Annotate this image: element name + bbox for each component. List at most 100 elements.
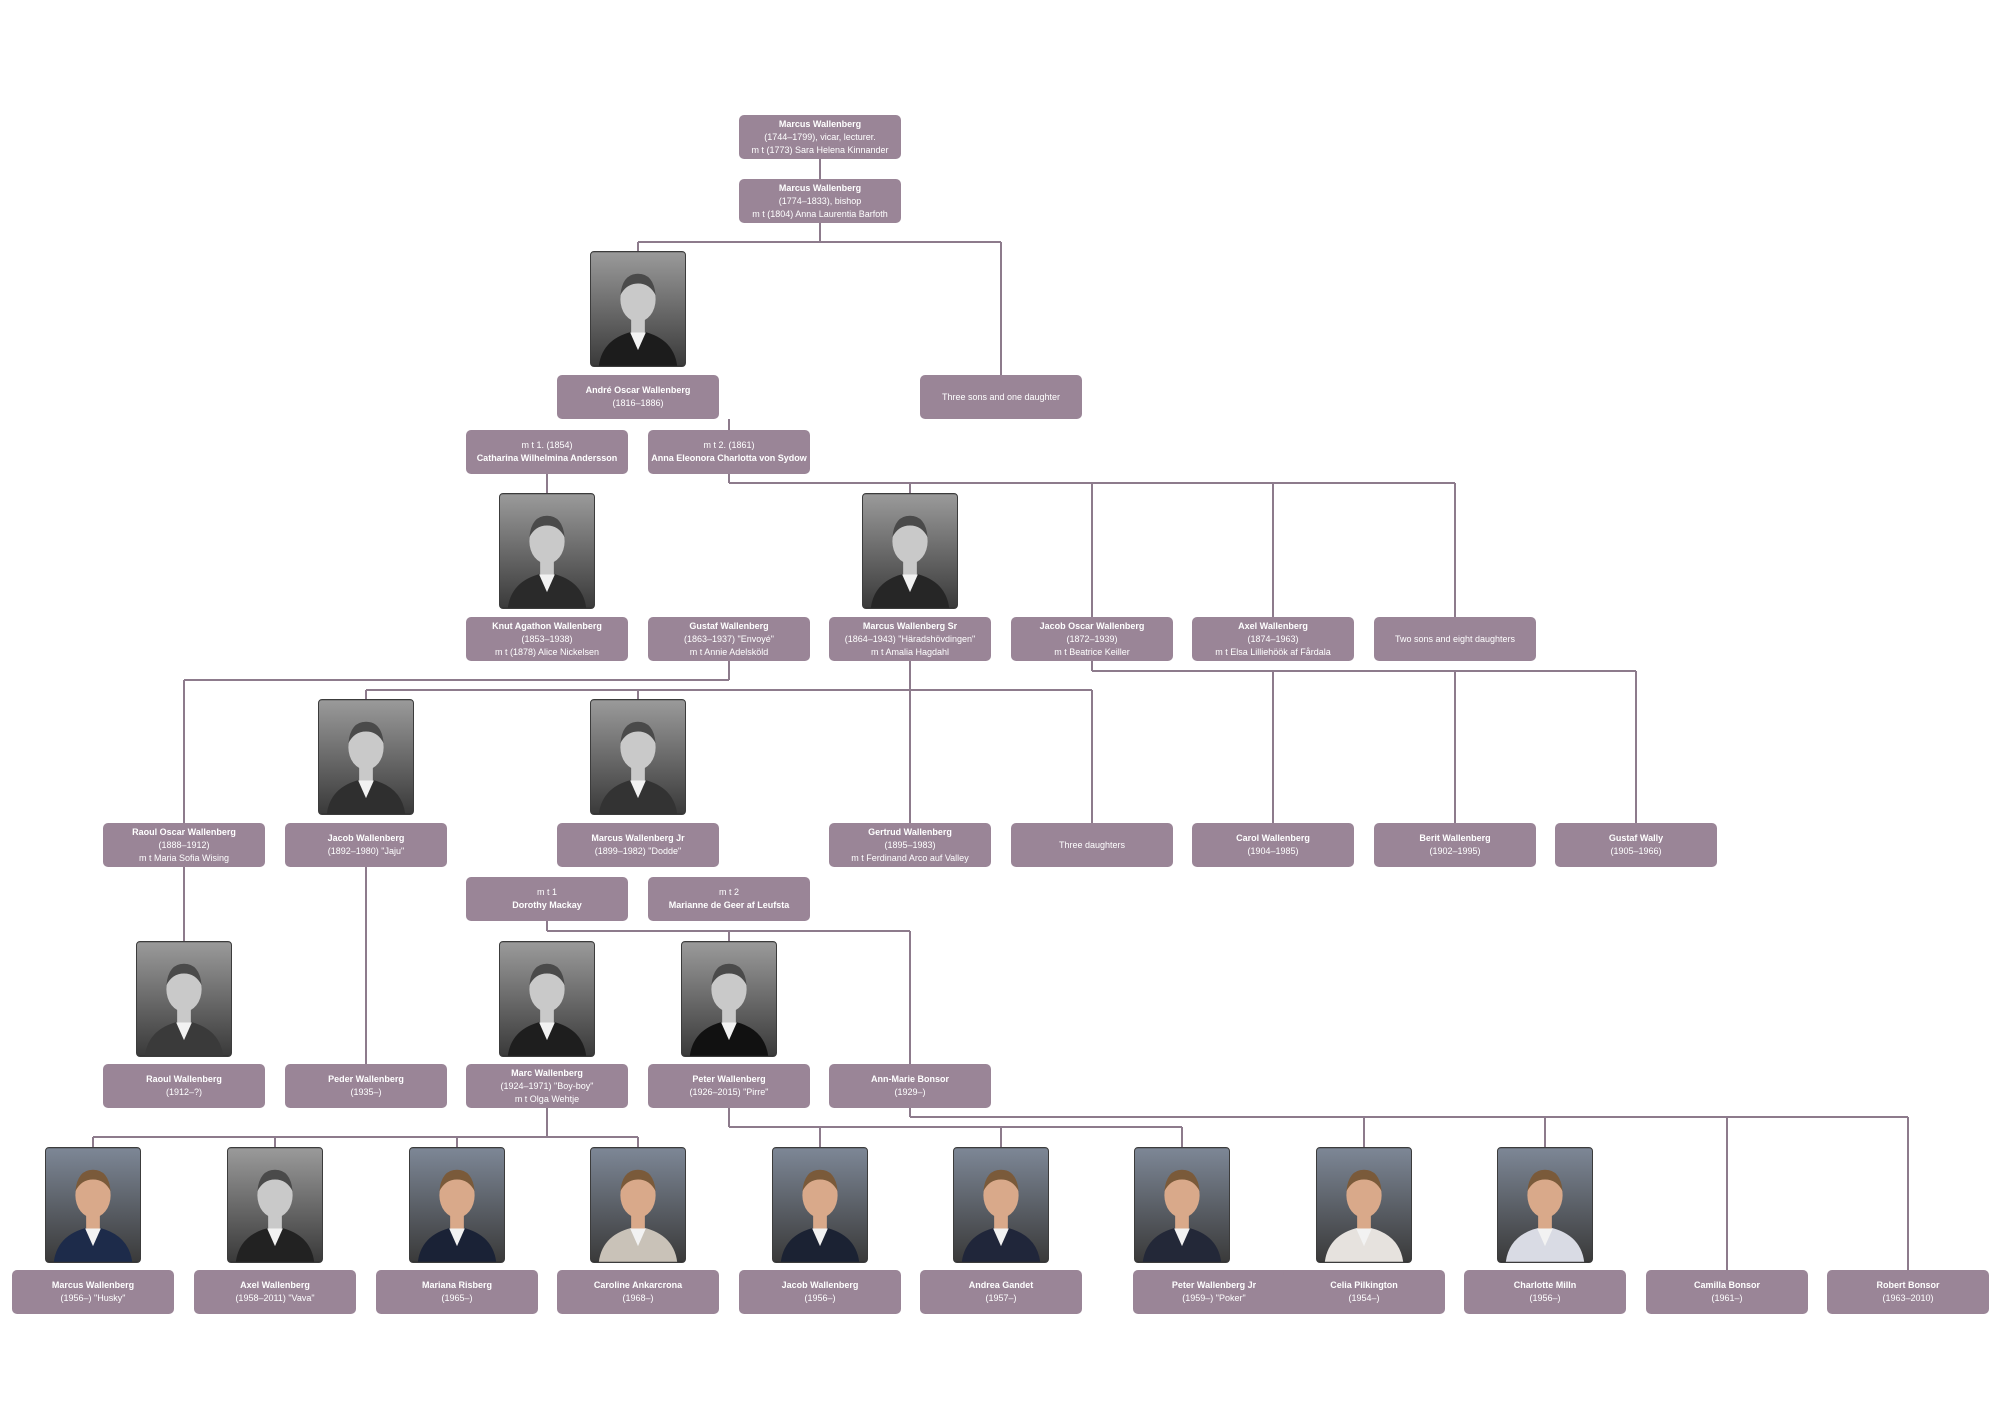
- person-detail: (1864–1943) "Häradshövdingen": [844, 633, 976, 644]
- person-box-marcus-1744: Marcus Wallenberg(1744–1799), vicar, lec…: [739, 115, 901, 159]
- person-name: Marcus Wallenberg: [778, 182, 862, 193]
- person-detail: (1924–1971) "Boy-boy": [500, 1080, 594, 1091]
- person-name: Ann-Marie Bonsor: [870, 1074, 949, 1084]
- person-box-andrea: Andrea Gandet(1957–): [920, 1270, 1082, 1314]
- person-detail: m t Maria Sofia Wising: [138, 852, 230, 863]
- person-name: Jacob Oscar Wallenberg: [1039, 620, 1145, 631]
- person-box-axel-1874: Axel Wallenberg(1874–1963)m t Elsa Lilli…: [1192, 617, 1354, 661]
- portrait-photo-marcus-jr: [590, 699, 686, 815]
- person-detail: m t Amalia Hagdahl: [870, 646, 950, 657]
- person-name: Axel Wallenberg: [1238, 620, 1308, 631]
- person-name: André Oscar Wallenberg: [585, 385, 691, 395]
- portrait-photo-celia: [1316, 1147, 1412, 1263]
- person-name: Marcus Wallenberg: [51, 1280, 135, 1290]
- person-detail: (1963–2010): [1882, 1293, 1934, 1303]
- person-detail: (1899–1982) "Dodde": [594, 846, 682, 856]
- person-detail: (1956–): [1529, 1293, 1561, 1303]
- portrait-photo-caroline: [590, 1147, 686, 1263]
- person-name: Axel Wallenberg: [240, 1280, 310, 1290]
- person-box-peder: Peder Wallenberg (1935–): [285, 1064, 447, 1108]
- person-box-peter-jr: Peter Wallenberg Jr(1959–) "Poker": [1133, 1270, 1295, 1314]
- person-box-gertrud: Gertrud Wallenberg (1895–1983) m t Ferdina…: [829, 823, 991, 867]
- person-detail: (1853–1938): [521, 633, 573, 644]
- person-detail: (1929–): [894, 1087, 926, 1097]
- person-name: Peter Wallenberg: [692, 1074, 766, 1084]
- portrait-photo-marc: [499, 941, 595, 1057]
- person-box-knut-agathon: Knut Agathon Wallenberg (1853–1938) m t (1…: [466, 617, 628, 661]
- person-name: m t 2. (1861): [703, 440, 755, 450]
- person-name: Two sons and eight daughters: [1394, 633, 1516, 644]
- person-box-berit: Berit Wallenberg(1902–1995): [1374, 823, 1536, 867]
- person-box-peter-1926: Peter Wallenberg (1926–2015) "Pirre": [648, 1064, 810, 1108]
- person-detail: (1926–2015) "Pirre": [689, 1087, 769, 1097]
- portrait-photo-marcus-sr: [862, 493, 958, 609]
- person-box-raoul-oscar: Raoul Oscar Wallenberg(1888–1912)m t Mar…: [103, 823, 265, 867]
- person-detail: (1956–) "Husky": [60, 1293, 126, 1303]
- person-detail: m t (1878) Alice Nickelsen: [494, 646, 600, 657]
- person-box-ann-marie: Ann-Marie Bonsor (1929–): [829, 1064, 991, 1108]
- person-name: Marcus Wallenberg Sr: [862, 620, 958, 631]
- person-box-anna-eleonora: m t 2. (1861) Anna Eleonora Charlotta von…: [648, 430, 810, 474]
- person-box-carol: Carol Wallenberg(1904–1985): [1192, 823, 1354, 867]
- person-name: Knut Agathon Wallenberg: [492, 620, 602, 631]
- person-box-jacob-1892: Jacob Wallenberg (1892–1980) "Jaju": [285, 823, 447, 867]
- person-box-raoul-1912: Raoul Wallenberg (1912–?): [103, 1064, 265, 1108]
- person-detail: (1874–1963): [1247, 633, 1299, 644]
- person-box-gustaf-wally: Gustaf Wally (1905–1966): [1555, 823, 1717, 867]
- person-name: Raoul Oscar Wallenberg: [132, 826, 236, 837]
- person-name: Celia Pilkington: [1330, 1280, 1398, 1290]
- person-detail: (1816–1886): [612, 398, 664, 408]
- portrait-photo-andrea: [953, 1147, 1049, 1263]
- person-name: Peder Wallenberg: [328, 1074, 404, 1084]
- person-detail: (1892–1980) "Jaju": [327, 846, 405, 856]
- person-detail: m t Beatrice Keiller: [1054, 646, 1130, 657]
- person-box-mariana: Mariana Risberg(1965–): [376, 1270, 538, 1314]
- person-detail: (1863–1937) "Envoyé": [684, 633, 774, 644]
- person-name: Camilla Bonsor: [1693, 1280, 1760, 1290]
- person-detail: (1912–?): [165, 1087, 203, 1097]
- person-name: Marcus Wallenberg: [778, 118, 862, 129]
- person-name: Marc Wallenberg: [511, 1067, 583, 1078]
- person-box-jacob-oscar: Jacob Oscar Wallenberg (1872–1939) m t Bea…: [1011, 617, 1173, 661]
- person-detail: (1895–1983): [884, 839, 936, 850]
- person-detail: m t Ferdinand Arco auf Valley: [851, 852, 969, 863]
- person-detail: (1905–1966): [1610, 846, 1662, 856]
- person-box-charlotte: Charlotte Milln (1956–): [1464, 1270, 1626, 1314]
- person-name: m t 1. (1854): [521, 440, 573, 450]
- person-name: Raoul Wallenberg: [146, 1074, 222, 1084]
- portrait-photo-charlotte: [1497, 1147, 1593, 1263]
- person-box-marcus-1956: Marcus Wallenberg (1956–) "Husky": [12, 1270, 174, 1314]
- person-name: Charlotte Milln: [1513, 1280, 1577, 1290]
- person-name: Gustaf Wally: [1608, 833, 1664, 843]
- person-name: Peter Wallenberg Jr: [1171, 1280, 1257, 1290]
- person-box-marcus-jr: Marcus Wallenberg Jr(1899–1982) "Dodde": [557, 823, 719, 867]
- person-detail: Anna Eleonora Charlotta von Sydow: [651, 453, 807, 463]
- person-box-axel-1958: Axel Wallenberg(1958–2011) "Vava": [194, 1270, 356, 1314]
- portrait-photo-jacob-1892: [318, 699, 414, 815]
- person-name: Jacob Wallenberg: [327, 833, 405, 843]
- person-detail: (1904–1985): [1247, 846, 1299, 856]
- person-name: Jacob Wallenberg: [781, 1280, 859, 1290]
- person-name: m t 1: [536, 887, 557, 897]
- person-box-catharina: m t 1. (1854) Catharina Wilhelmina Anders…: [466, 430, 628, 474]
- person-name: Gertrud Wallenberg: [868, 826, 952, 837]
- person-box-gustaf-1863: Gustaf Wallenberg(1863–1937) "Envoyé"m t…: [648, 617, 810, 661]
- person-box-camilla: Camilla Bonsor (1961–): [1646, 1270, 1808, 1314]
- person-name: Berit Wallenberg: [1419, 833, 1491, 843]
- person-box-marcus-sr: Marcus Wallenberg Sr (1864–1943) "Häradsh…: [829, 617, 991, 661]
- portrait-photo-axel-1958: [227, 1147, 323, 1263]
- person-detail: (1961–): [1711, 1293, 1743, 1303]
- portrait-photo-andre-oscar: [590, 251, 686, 367]
- person-detail: (1872–1939): [1066, 633, 1118, 644]
- portrait-photo-marcus-1956: [45, 1147, 141, 1263]
- person-detail: Dorothy Mackay: [512, 900, 582, 910]
- person-box-robert: Robert Bonsor(1963–2010): [1827, 1270, 1989, 1314]
- portrait-photo-jacob-1956: [772, 1147, 868, 1263]
- person-detail: Catharina Wilhelmina Andersson: [476, 453, 618, 463]
- person-detail: (1954–): [1348, 1293, 1380, 1303]
- person-detail: (1935–): [350, 1087, 382, 1097]
- person-name: Andrea Gandet: [968, 1280, 1034, 1290]
- person-box-marc: Marc Wallenberg(1924–1971) "Boy-boy"m t …: [466, 1064, 628, 1108]
